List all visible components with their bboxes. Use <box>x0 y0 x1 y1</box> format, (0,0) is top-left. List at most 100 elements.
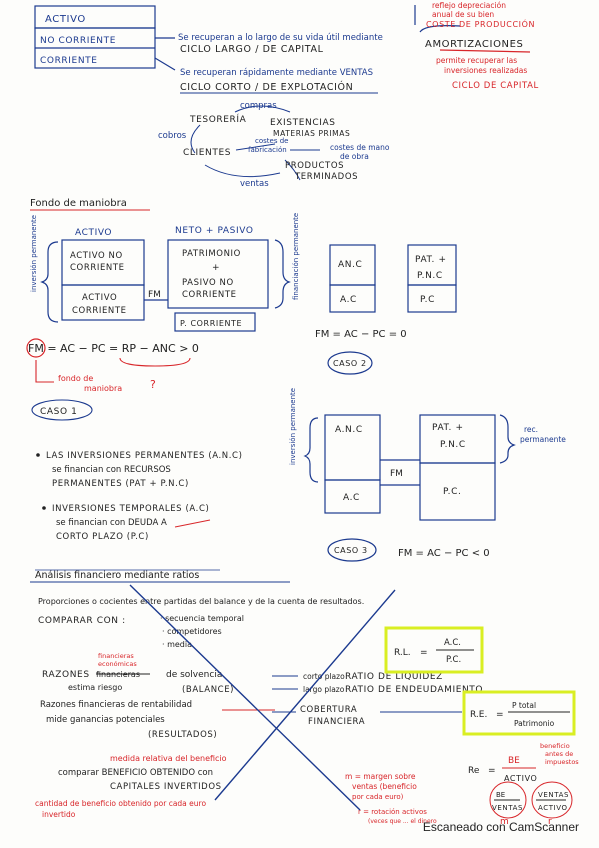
rl-den: P.C. <box>446 655 461 665</box>
cobertura-2: FINANCIERA <box>308 717 365 727</box>
inv-perm-label: inversión permanente <box>30 215 38 292</box>
materias-primas: MATERIAS PRIMAS <box>273 129 350 138</box>
fondo-label-1: fondo de <box>58 374 93 383</box>
strike-line-1 <box>129 584 361 811</box>
amort-note-1: reflejo depreciación <box>432 1 506 10</box>
svg-text:=: = <box>496 710 504 720</box>
amort-perm-2: inversiones realizadas <box>444 66 527 75</box>
ciclo-corto: CICLO CORTO / DE EXPLOTACIÓN <box>180 81 353 93</box>
cobros: cobros <box>158 131 187 141</box>
re-den: Patrimonio <box>514 719 555 728</box>
caso2-pnc: P.N.C <box>417 271 443 281</box>
caso1-b1-l2: se financian con RECURSOS <box>52 465 171 475</box>
terminados: TERMINADOS <box>294 172 358 182</box>
costes-fab-2: fabricación <box>248 146 287 154</box>
ratio-endeudamiento: RATIO DE ENDEUDAMIENTO <box>345 685 483 695</box>
medida-relativa: medida relativa del beneficio <box>110 754 227 763</box>
activo-den: ACTIVO <box>504 774 537 783</box>
caso1-label: CASO 1 <box>40 407 77 417</box>
be-note-3: impuestos <box>545 758 579 766</box>
caso1-b1-l1: LAS INVERSIONES PERMANENTES (A.N.C) <box>46 451 243 461</box>
ratios-heading: Análisis financiero mediante ratios <box>35 570 199 581</box>
caso3-pc-box <box>419 462 496 521</box>
m-be: BE <box>496 791 505 799</box>
caso1-b2-l1: INVERSIONES TEMPORALES (A.C) <box>52 504 209 514</box>
caso3-label: CASO 3 <box>334 546 368 555</box>
activo-c-box <box>61 284 145 321</box>
caso2-ac: A.C <box>340 295 357 305</box>
mide-ganancias: mide ganancias potenciales <box>46 715 165 725</box>
fm-heading: Fondo de maniobra <box>30 198 127 209</box>
productos: PRODUCTOS <box>285 161 344 171</box>
compras: compras <box>240 101 277 111</box>
fm-label: FM <box>148 290 161 300</box>
corto-plazo: corto plazo <box>303 672 345 681</box>
watermark: Escaneado con CamScanner <box>422 820 579 834</box>
estima-riesgo: estima riesgo <box>68 683 122 692</box>
caso3-fm: FM <box>390 469 403 479</box>
razones: RAZONES <box>42 670 90 680</box>
activo-nc-1: ACTIVO NO <box>70 251 123 261</box>
caso1-b2-l2: se financian con DEUDA A <box>56 518 167 528</box>
cobertura-1: COBERTURA <box>300 705 357 715</box>
capitales-invertidos: CAPITALES INVERTIDOS <box>110 782 222 792</box>
caso2-pc: P.C <box>420 295 435 305</box>
cantidad-1: cantidad de beneficio obtenido por cada … <box>35 799 206 808</box>
caso2-anc: AN.C <box>338 260 362 270</box>
be-note-1: beneficio <box>540 742 570 750</box>
resultados: (RESULTADOS) <box>148 730 217 740</box>
neto-pasivo-header: NETO + PASIVO <box>175 226 254 236</box>
caso1-b2-l3: CORTO PLAZO (P.C) <box>56 532 149 542</box>
coste-produccion: COSTE DE PRODUCCIÓN <box>426 18 535 29</box>
rl-num: A.C. <box>444 638 461 648</box>
svg-text:=: = <box>420 648 428 658</box>
caso3-anc: A.N.C <box>335 425 363 435</box>
r-note-2: (veces que ... el dinero <box>368 818 437 825</box>
pasivo-c: P. CORRIENTE <box>180 319 242 328</box>
activo-c-2: CORRIENTE <box>72 306 127 316</box>
caso2-pat: PAT. + <box>415 255 447 265</box>
r-note-1: r = rotación activos <box>358 808 427 816</box>
caso3-formula: FM = AC − PC < 0 <box>398 548 490 559</box>
razones-rentabilidad: Razones financieras de rentabilidad <box>40 700 192 710</box>
r-activo: ACTIVO <box>538 804 568 812</box>
rl-highlight <box>384 626 484 674</box>
amortizaciones: AMORTIZACIONES <box>425 39 523 50</box>
tesoreria: TESORERÍA <box>189 113 247 125</box>
ciclo-capital: CICLO DE CAPITAL <box>452 81 539 91</box>
balance: (BALANCE) <box>182 685 234 695</box>
costes-mano: costes de mano <box>330 143 390 152</box>
fm-activo-header: ACTIVO <box>75 228 112 238</box>
largo-plazo: largo plazo <box>303 685 345 694</box>
caso3-ac-box <box>324 479 381 514</box>
caso3-rec-1: rec. <box>524 425 538 434</box>
m-note-1: m = margen sobre <box>345 772 416 781</box>
m-note-3: por cada euro) <box>352 793 404 801</box>
ratio-liquidez: RATIO DE LIQUIDEZ <box>345 672 443 682</box>
pasivo-nc-2: CORRIENTE <box>182 290 237 300</box>
patrimonio: PATRIMONIO <box>182 249 241 259</box>
caso2-diagram <box>327 244 457 375</box>
de-solvencia: de solvencia <box>166 670 222 680</box>
be-note-2: antes de <box>545 750 573 758</box>
m-letter: m <box>500 817 509 827</box>
comp-3: · media <box>162 640 192 649</box>
ciclo-largo: CICLO LARGO / DE CAPITAL <box>180 44 324 55</box>
caso3-inv-perm: inversión permanente <box>289 388 297 465</box>
c-description: Se recuperan rápidamente mediante VENTAS <box>180 68 373 78</box>
compras-arrow <box>234 105 291 113</box>
r-ventas: VENTAS <box>538 791 569 799</box>
caso3-pc: P.C. <box>443 487 461 497</box>
svg-text:=: = <box>488 766 496 776</box>
activo-nc-2: CORRIENTE <box>70 263 125 273</box>
plus-sign: + <box>212 263 220 273</box>
ventas: ventas <box>240 179 269 189</box>
caso3-pat: PAT. + <box>432 423 464 433</box>
caso3-rec-2: permanente <box>520 435 566 444</box>
activo-label: ACTIVO <box>45 14 86 25</box>
costes-fab: costes de <box>255 137 288 145</box>
inv-perm-brace <box>40 241 59 323</box>
top-section <box>34 5 531 71</box>
nc-description: Se recuperan a lo largo de su vida útil … <box>178 33 383 43</box>
